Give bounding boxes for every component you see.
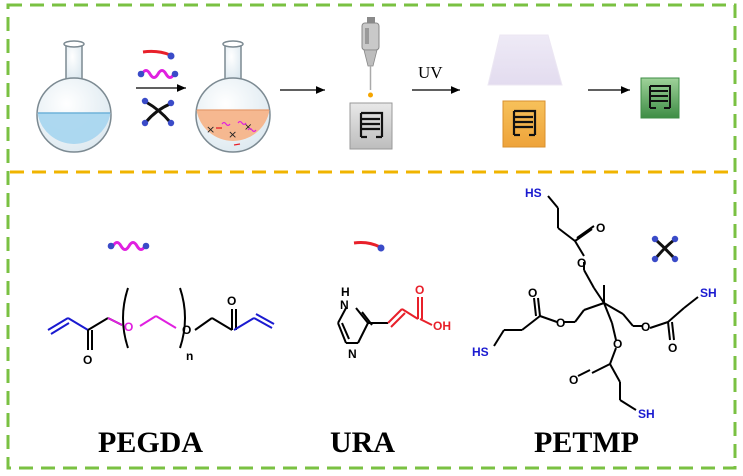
- petmp-icon: [651, 235, 679, 263]
- svg-text:×: ×: [228, 128, 237, 141]
- ura-structure: N H N O OH: [337, 283, 451, 361]
- atom-label: O: [124, 320, 133, 334]
- flask-icon: [36, 40, 112, 153]
- atom-label: H: [341, 285, 350, 299]
- atom-label: OH: [433, 319, 451, 333]
- atom-label: O: [528, 286, 537, 300]
- mold-icon: [349, 102, 393, 150]
- atom-label: O: [83, 353, 92, 367]
- atom-label: SH: [638, 407, 655, 421]
- atom-label: SH: [700, 286, 717, 300]
- atom-label: N: [348, 347, 357, 361]
- uv-lamp-icon: [487, 34, 563, 86]
- petmp-label: PETMP: [534, 426, 639, 459]
- atom-label: O: [613, 337, 622, 351]
- flask-icon: × × ×: [195, 40, 271, 153]
- mold-icon: [502, 100, 546, 148]
- svg-text:×: ×: [206, 123, 215, 136]
- atom-label: HS: [472, 345, 489, 359]
- outer-border: [6, 3, 737, 470]
- ura-label: URA: [330, 426, 395, 459]
- ura-icon: [353, 241, 385, 252]
- pegda-label: PEGDA: [98, 426, 203, 459]
- petmp-structure: O O O O O O O O HS HS SH SH: [472, 186, 717, 421]
- reagents-icon: [137, 49, 179, 127]
- atom-label: O: [556, 316, 565, 330]
- atom-label: HS: [525, 186, 542, 200]
- atom-label: O: [596, 221, 605, 235]
- repeat-subscript: n: [186, 349, 193, 363]
- atom-label: O: [577, 256, 586, 270]
- atom-label: N: [340, 298, 349, 312]
- atom-label: O: [668, 341, 677, 355]
- atom-label: O: [569, 373, 578, 387]
- pipette-icon: [361, 17, 380, 98]
- atom-label: O: [641, 320, 650, 334]
- svg-text:×: ×: [244, 122, 252, 133]
- pegda-icon: [107, 241, 150, 251]
- atom-label: O: [182, 323, 191, 337]
- uv-label: UV: [418, 63, 443, 82]
- atom-label: O: [415, 283, 424, 297]
- atom-label: O: [227, 294, 236, 308]
- mold-icon: [640, 77, 680, 119]
- pegda-structure: O O O O n: [47, 287, 275, 367]
